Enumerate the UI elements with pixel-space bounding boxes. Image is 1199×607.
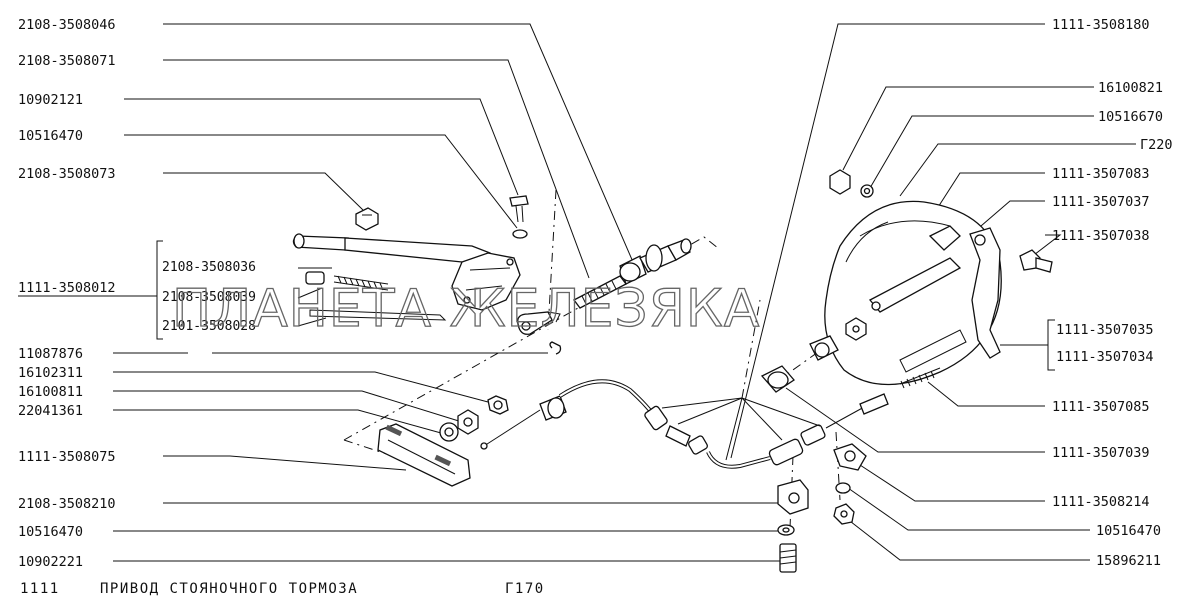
label-15896211: 15896211	[1096, 553, 1161, 569]
washer-10516670	[860, 184, 874, 198]
label-2108-3508071: 2108-3508071	[18, 53, 116, 69]
label-1111-3507034: 1111-3507034	[1056, 349, 1154, 365]
bolt-10902221	[779, 543, 797, 573]
label-2108-3508036: 2108-3508036	[162, 260, 256, 275]
label-10516470-bottom: 10516470	[18, 524, 83, 540]
equalizer-2108-3508046	[619, 238, 692, 285]
strut-1111-3507035	[969, 227, 1001, 359]
label-2108-3508046: 2108-3508046	[18, 17, 116, 33]
right-labels: 1111-3508180 16100821 10516670 Г220 1111…	[1052, 17, 1173, 569]
label-2108-3508039: 2108-3508039	[162, 290, 256, 305]
cable-1111-3508180	[480, 379, 889, 469]
label-1111-3508075: 1111-3508075	[18, 449, 116, 465]
label-1111-3508214: 1111-3508214	[1052, 494, 1150, 510]
label-1111-3508012: 1111-3508012	[18, 280, 116, 296]
label-22041361: 22041361	[18, 403, 83, 419]
label-10516470-right: 10516470	[1096, 523, 1161, 539]
nut-16100811	[457, 409, 479, 435]
label-1111-3507037: 1111-3507037	[1052, 194, 1150, 210]
plate-1111-3508075	[377, 423, 471, 487]
hand-lever-assembly	[292, 207, 521, 321]
label-1111-3508180: 1111-3508180	[1052, 17, 1150, 33]
label-1111-3507083: 1111-3507083	[1052, 166, 1150, 182]
brake-lever-1111-3507083	[868, 257, 962, 313]
label-g220: Г220	[1140, 137, 1173, 153]
cable-spring	[899, 367, 941, 389]
label-16100811: 16100811	[18, 384, 83, 400]
clevis-2108-3508071	[517, 311, 561, 335]
watermark: ПЛАНЕТА ЖЕЛЕЗЯКА	[172, 279, 760, 339]
label-10516670: 10516670	[1098, 109, 1163, 125]
label-11087876: 11087876	[18, 346, 83, 362]
clip-2108-3508210	[777, 479, 809, 515]
washer-10516470-lower	[777, 524, 795, 536]
footer-page: Г170	[505, 581, 545, 597]
adjuster-nut	[845, 317, 867, 341]
shoe-1111-3507034	[899, 329, 967, 373]
brackets	[18, 240, 1055, 371]
left-leaders	[113, 23, 790, 562]
label-16102311: 16102311	[18, 365, 83, 381]
footer-title: ПРИВОД СТОЯНОЧНОГО ТОРМОЗА	[100, 581, 358, 597]
pin-11087876	[549, 341, 562, 355]
label-1111-3507035: 1111-3507035	[1056, 322, 1154, 338]
label-1111-3507085: 1111-3507085	[1052, 399, 1150, 415]
clip-1111-3508214	[833, 443, 867, 471]
bolt-10902121	[509, 195, 529, 223]
left-labels: 2108-3508046 2108-3508071 10902121 10516…	[18, 17, 116, 570]
label-2108-3508073: 2108-3508073	[18, 166, 116, 182]
label-1111-3507038: 1111-3507038	[1052, 228, 1150, 244]
label-10516470-top: 10516470	[18, 128, 83, 144]
label-2108-3508210: 2108-3508210	[18, 496, 116, 512]
bushing-1111-3507085	[809, 335, 839, 361]
footer: 1111 ПРИВОД СТОЯНОЧНОГО ТОРМОЗА Г170	[20, 581, 545, 597]
washer-10516470-right	[835, 482, 851, 494]
label-10902121: 10902121	[18, 92, 83, 108]
group-labels: 2108-3508036 2108-3508039 2101-3508028	[162, 260, 256, 334]
right-leaders	[730, 23, 1136, 561]
label-10902221: 10902221	[18, 554, 83, 570]
nut-15896211	[833, 503, 855, 525]
nut-16102311	[487, 395, 509, 415]
cable-leaders	[661, 397, 821, 461]
label-1111-3507039: 1111-3507039	[1052, 445, 1150, 461]
label-16100821: 16100821	[1098, 80, 1163, 96]
washer-22041361	[439, 422, 459, 442]
assembly-lines	[343, 189, 841, 529]
lever-1111-3507037	[928, 225, 961, 251]
footer-code: 1111	[20, 581, 60, 597]
nut-16100821	[829, 169, 851, 195]
washer-10516470-top	[512, 229, 528, 239]
bolt-1111-3507038	[1019, 249, 1053, 273]
label-2101-3508028: 2101-3508028	[162, 319, 256, 334]
sleeve-1111-3507039	[760, 365, 795, 393]
